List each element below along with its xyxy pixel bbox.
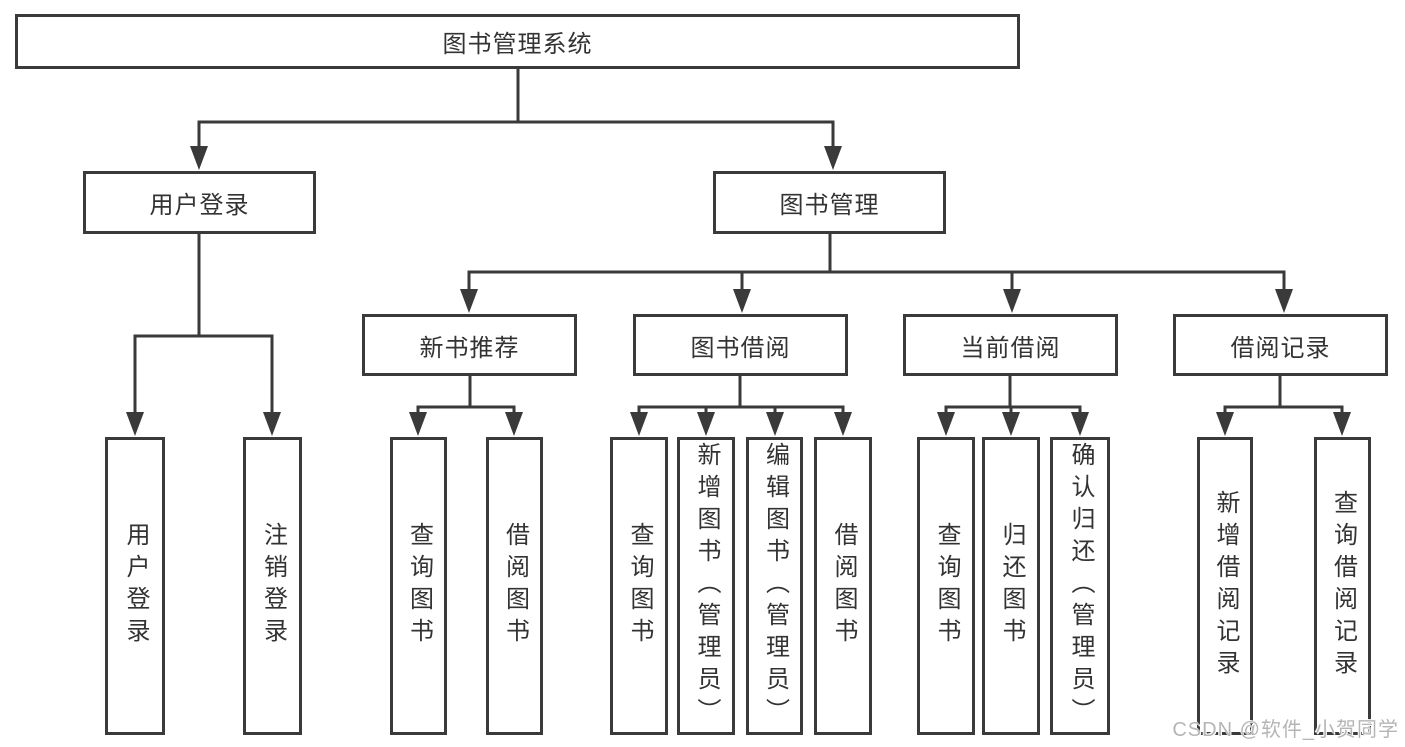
node-new-book-recommend-label: 新书推荐 xyxy=(419,334,520,362)
leaf-user-login: 用户登录 xyxy=(105,437,165,735)
leaf-query-books-recommend: 查询图书 xyxy=(390,437,447,735)
leaf-add-books-admin-label: 新增图书（管理员） xyxy=(693,442,720,730)
leaf-query-books-borrowing: 查询图书 xyxy=(610,437,668,735)
node-user-login-label: 用户登录 xyxy=(149,192,250,219)
node-user-login: 用户登录 xyxy=(83,171,316,234)
node-library-system-label: 图书管理系统 xyxy=(442,31,593,58)
node-book-management-label: 图书管理 xyxy=(779,192,880,219)
leaf-query-borrow-record: 查询借阅记录 xyxy=(1314,437,1371,735)
node-current-borrowing-label: 当前借阅 xyxy=(960,334,1061,362)
leaf-edit-books-admin: 编辑图书（管理员） xyxy=(746,437,803,735)
leaf-return-books-label: 归还图书 xyxy=(998,522,1025,650)
leaf-add-borrow-record: 新增借阅记录 xyxy=(1197,437,1253,735)
node-borrowing-records: 借阅记录 xyxy=(1173,314,1388,376)
node-current-borrowing: 当前借阅 xyxy=(903,314,1118,376)
leaf-query-books-recommend-label: 查询图书 xyxy=(405,522,433,650)
leaf-borrow-books-recommend: 借阅图书 xyxy=(486,437,543,735)
leaf-logout-label: 注销登录 xyxy=(259,522,287,650)
leaf-query-books-current-label: 查询图书 xyxy=(933,522,960,650)
leaf-logout: 注销登录 xyxy=(243,437,302,735)
leaf-confirm-return-admin: 确认归还（管理员） xyxy=(1050,437,1110,735)
node-book-borrowing-label: 图书借阅 xyxy=(690,334,791,362)
watermark: CSDN @软件_小贺同学 xyxy=(1172,719,1399,741)
leaf-borrow-books-borrowing: 借阅图书 xyxy=(814,437,872,735)
node-library-system: 图书管理系统 xyxy=(15,14,1020,69)
leaf-return-books: 归还图书 xyxy=(982,437,1040,735)
leaf-user-login-label: 用户登录 xyxy=(122,522,149,650)
leaf-query-borrow-record-label: 查询借阅记录 xyxy=(1329,490,1357,682)
node-borrowing-records-label: 借阅记录 xyxy=(1230,334,1331,362)
leaf-confirm-return-admin-label: 确认归还（管理员） xyxy=(1067,442,1094,730)
leaf-borrow-books-recommend-label: 借阅图书 xyxy=(501,522,529,650)
node-new-book-recommend: 新书推荐 xyxy=(362,314,577,376)
node-book-borrowing: 图书借阅 xyxy=(633,314,848,376)
node-book-management: 图书管理 xyxy=(713,171,946,234)
leaf-borrow-books-borrowing-label: 借阅图书 xyxy=(830,522,857,650)
leaf-edit-books-admin-label: 编辑图书（管理员） xyxy=(761,442,789,730)
leaf-add-borrow-record-label: 新增借阅记录 xyxy=(1212,490,1239,682)
leaf-add-books-admin: 新增图书（管理员） xyxy=(677,437,735,735)
leaf-query-books-borrowing-label: 查询图书 xyxy=(626,522,653,650)
leaf-query-books-current: 查询图书 xyxy=(917,437,975,735)
